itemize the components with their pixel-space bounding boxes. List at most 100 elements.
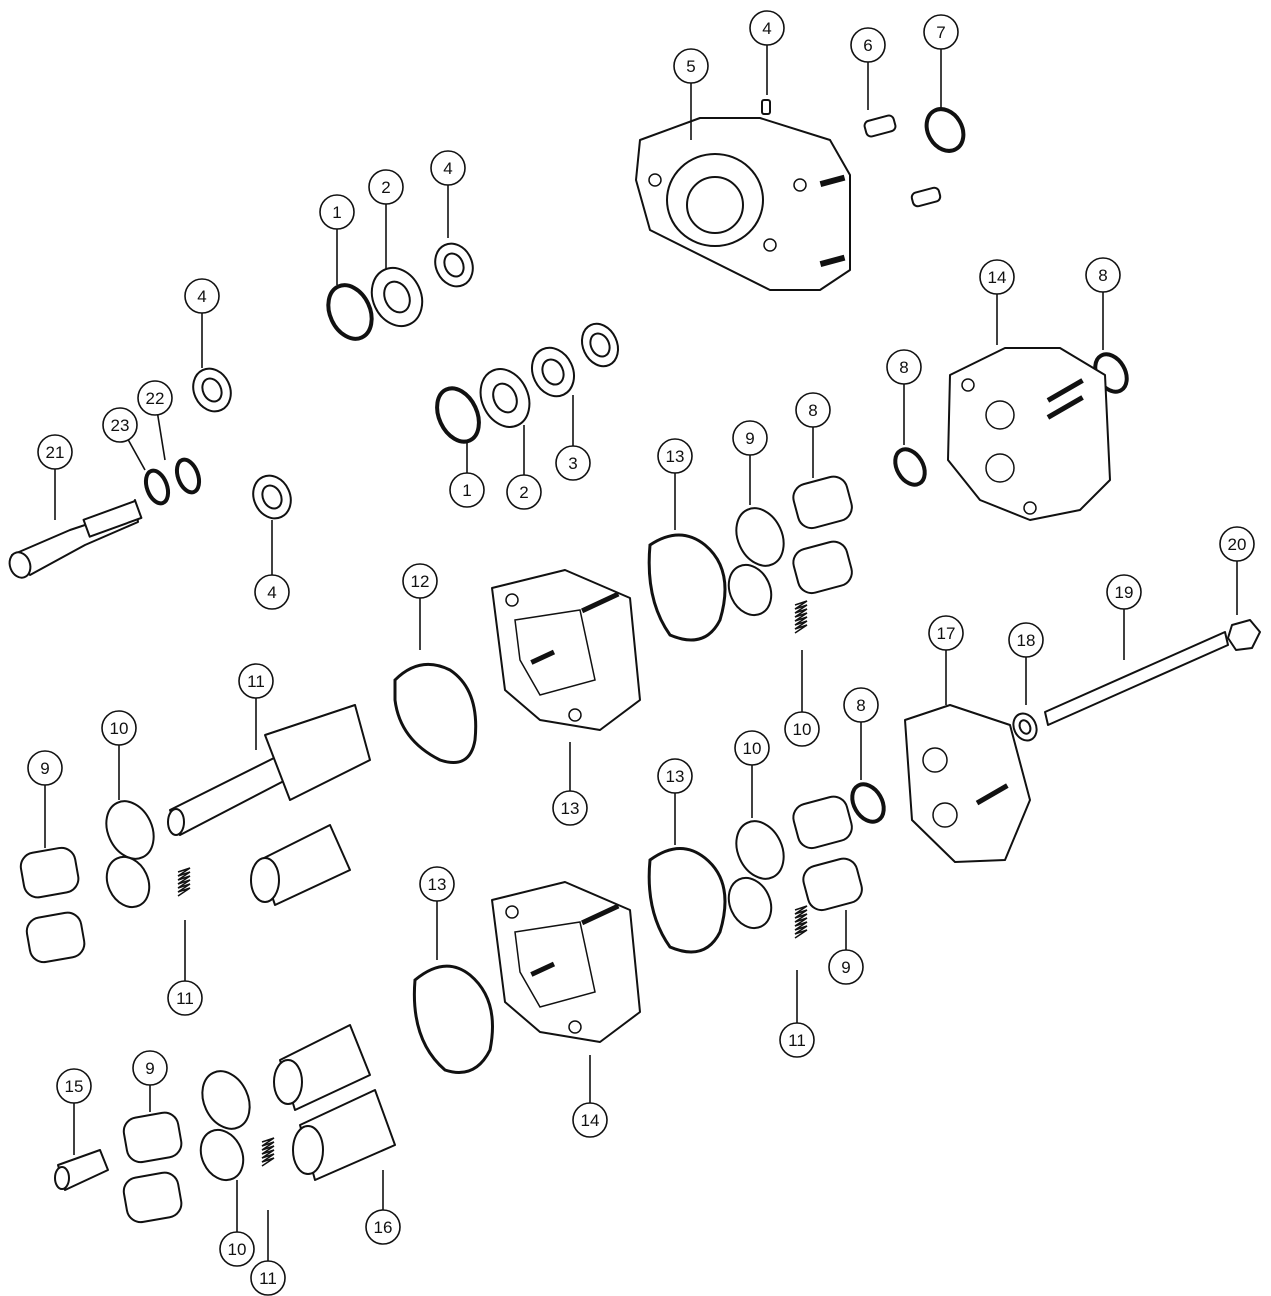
callout-5: 5 — [673, 48, 709, 140]
callout-bubble — [673, 48, 709, 84]
callout-11: 11 — [779, 970, 815, 1058]
callout-number: 10 — [743, 739, 762, 758]
callout-11: 11 — [250, 1210, 286, 1296]
idler-gear-middle — [250, 824, 351, 906]
callout-11: 11 — [167, 920, 203, 1016]
callout-bubble — [850, 27, 886, 63]
tie-bolt — [1044, 631, 1229, 726]
callout-bubble — [365, 1209, 401, 1245]
callout-number: 1 — [332, 203, 341, 222]
callout-number: 1 — [462, 481, 471, 500]
drive-shaft — [8, 457, 202, 579]
hex-nut — [1227, 619, 1261, 651]
callout-bubble — [979, 259, 1015, 295]
rear-cover-upper — [947, 347, 1111, 521]
fitting-plug — [863, 114, 942, 208]
callout-4: 4 — [749, 10, 785, 95]
callout-number: 16 — [374, 1218, 393, 1237]
callout-bubble — [250, 1260, 286, 1296]
callout-number: 11 — [259, 1269, 277, 1288]
callout-17: 17 — [928, 615, 964, 705]
callout-15: 15 — [56, 1068, 92, 1155]
callout-number: 23 — [111, 416, 130, 435]
callout-number: 8 — [899, 358, 908, 377]
callout-number: 9 — [841, 958, 850, 977]
callout-13: 13 — [552, 742, 588, 826]
callout-bubble — [1219, 526, 1255, 562]
callout-16: 16 — [365, 1170, 401, 1245]
callout-number: 18 — [1017, 631, 1036, 650]
callout-leader-line — [156, 414, 166, 461]
callout-bubble — [238, 663, 274, 699]
callout-2: 2 — [506, 425, 542, 510]
callout-number: 12 — [411, 572, 430, 591]
callout-21: 21 — [37, 434, 73, 520]
dowel-pin — [761, 99, 771, 115]
needle-bearing — [19, 475, 863, 1224]
callout-bubble — [923, 14, 959, 50]
callout-13: 13 — [419, 866, 455, 960]
callout-number: 2 — [381, 178, 390, 197]
callout-number: 4 — [197, 287, 206, 306]
callout-7: 7 — [923, 14, 959, 108]
callout-number: 21 — [46, 443, 65, 462]
callout-22: 22 — [137, 380, 173, 461]
callout-number: 11 — [247, 672, 265, 691]
callout-number: 14 — [581, 1111, 600, 1130]
callout-bubble — [657, 438, 693, 474]
stub-shaft — [54, 1149, 109, 1191]
housing-seal — [393, 533, 727, 1074]
callout-number: 9 — [145, 1059, 154, 1078]
callout-number: 22 — [146, 389, 165, 408]
callout-12: 12 — [402, 563, 438, 650]
callout-bubble — [732, 420, 768, 456]
callout-number: 11 — [176, 989, 194, 1008]
callout-9: 9 — [828, 910, 864, 985]
callout-number: 10 — [793, 720, 812, 739]
gear-housing-upper — [491, 569, 641, 731]
callout-bubble — [1008, 622, 1044, 658]
callout-number: 8 — [808, 401, 817, 420]
callout-bubble — [657, 758, 693, 794]
callout-bubble — [1106, 574, 1142, 610]
callout-number: 8 — [856, 696, 865, 715]
callout-8: 8 — [843, 687, 879, 780]
callout-number: 10 — [110, 719, 129, 738]
callout-number: 13 — [561, 799, 580, 818]
callout-bubble — [27, 750, 63, 786]
callout-bubble — [167, 980, 203, 1016]
callout-11: 11 — [238, 663, 274, 750]
callout-bubble — [368, 169, 404, 205]
callout-1: 1 — [449, 440, 485, 508]
callout-2: 2 — [368, 169, 404, 270]
callout-13: 13 — [657, 438, 693, 530]
callout-bubble — [184, 278, 220, 314]
callout-10: 10 — [784, 650, 820, 747]
callout-8: 8 — [886, 349, 922, 445]
callout-20: 20 — [1219, 526, 1255, 615]
callout-bubble — [132, 1050, 168, 1086]
callout-number: 11 — [788, 1031, 806, 1050]
callout-10: 10 — [101, 710, 137, 800]
callout-19: 19 — [1106, 574, 1142, 660]
callout-number: 20 — [1228, 535, 1247, 554]
callout-bubble — [734, 730, 770, 766]
callout-10: 10 — [734, 730, 770, 818]
callout-4: 4 — [184, 278, 220, 368]
callout-number: 6 — [863, 36, 872, 55]
rear-end-cover — [904, 704, 1031, 863]
washer — [1012, 712, 1038, 742]
callout-bubble — [319, 194, 355, 230]
callout-18: 18 — [1008, 622, 1044, 705]
callout-number: 4 — [762, 19, 771, 38]
callout-bubble — [254, 574, 290, 610]
callout-9: 9 — [27, 750, 63, 848]
callout-4: 4 — [254, 520, 290, 610]
callout-number: 3 — [568, 454, 577, 473]
callout-bubble — [101, 710, 137, 746]
callout-number: 7 — [936, 23, 945, 42]
front-flange-housing — [635, 117, 851, 291]
callout-bubble — [572, 1102, 608, 1138]
callout-13: 13 — [657, 758, 693, 845]
callout-number: 2 — [519, 483, 528, 502]
